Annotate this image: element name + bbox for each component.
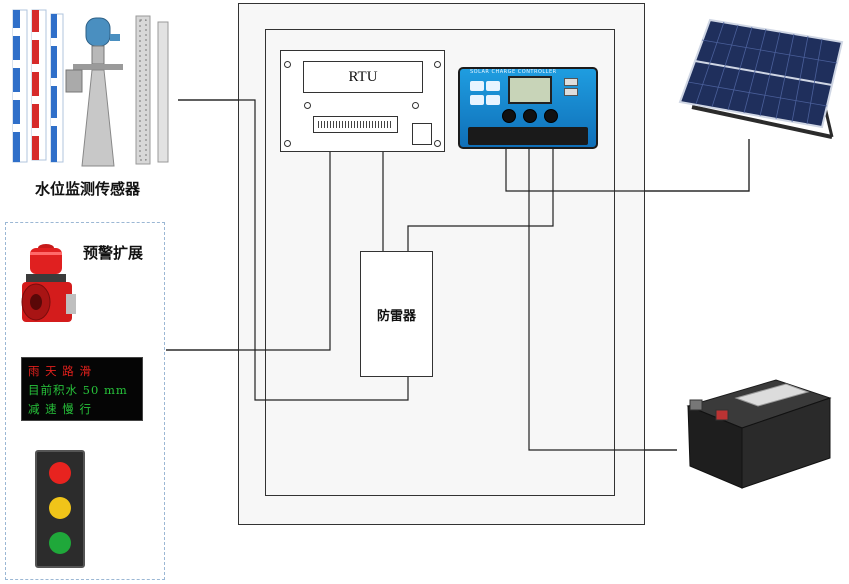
led-line-1: 雨 天 路 滑 — [28, 364, 92, 378]
lightning-protector: 防雷器 — [360, 251, 433, 377]
staff-gauge-icon — [12, 9, 64, 163]
controller-title: SOLAR CHARGE CONTROLLER — [470, 69, 557, 75]
usb-port-icon — [564, 78, 578, 86]
traffic-light — [35, 450, 85, 568]
led-line-3: 减 速 慢 行 — [28, 402, 92, 416]
rtu-indicator — [412, 102, 419, 109]
controller-button — [544, 109, 558, 123]
led-display-board: 雨 天 路 滑 目前积水 50 mm 减 速 慢 行 — [21, 357, 143, 421]
alarm-expansion-panel — [5, 222, 165, 580]
controller-button — [523, 109, 537, 123]
radar-level-sensor-icon — [65, 17, 123, 167]
battery-icon — [686, 379, 832, 489]
rtu-button — [412, 123, 432, 145]
traffic-light-red-icon — [49, 462, 71, 484]
cabinet-mounting-plate — [265, 29, 615, 496]
led-line-2: 目前积水 50 mm — [28, 383, 128, 397]
bulb-icon — [486, 81, 500, 91]
rtu-mount-hole — [434, 61, 441, 68]
traffic-light-yellow-icon — [49, 497, 71, 519]
usb-port-icon — [564, 88, 578, 96]
water-level-sensors — [12, 9, 169, 167]
solar-panel-icon — [678, 18, 844, 139]
traffic-light-green-icon — [49, 532, 71, 554]
rtu-indicator — [304, 102, 311, 109]
load-icon — [486, 95, 500, 105]
rtu-label: RTU — [303, 61, 423, 93]
battery-icon — [470, 95, 484, 105]
controller-lcd — [508, 76, 552, 104]
controller-terminals — [468, 127, 588, 145]
rod-level-sensor-icon — [135, 15, 169, 165]
water-sensor-label: 水位监测传感器 — [35, 180, 141, 198]
rtu-terminal-strip — [313, 116, 398, 133]
rtu-mount-hole — [284, 140, 291, 147]
sun-icon — [470, 81, 484, 91]
siren-icon — [21, 244, 76, 322]
rtu-mount-hole — [284, 61, 291, 68]
rtu-mount-hole — [434, 140, 441, 147]
solar-charge-controller: SOLAR CHARGE CONTROLLER — [458, 67, 598, 149]
alarm-expansion-label: 预警扩展 — [83, 244, 144, 262]
controller-button — [502, 109, 516, 123]
